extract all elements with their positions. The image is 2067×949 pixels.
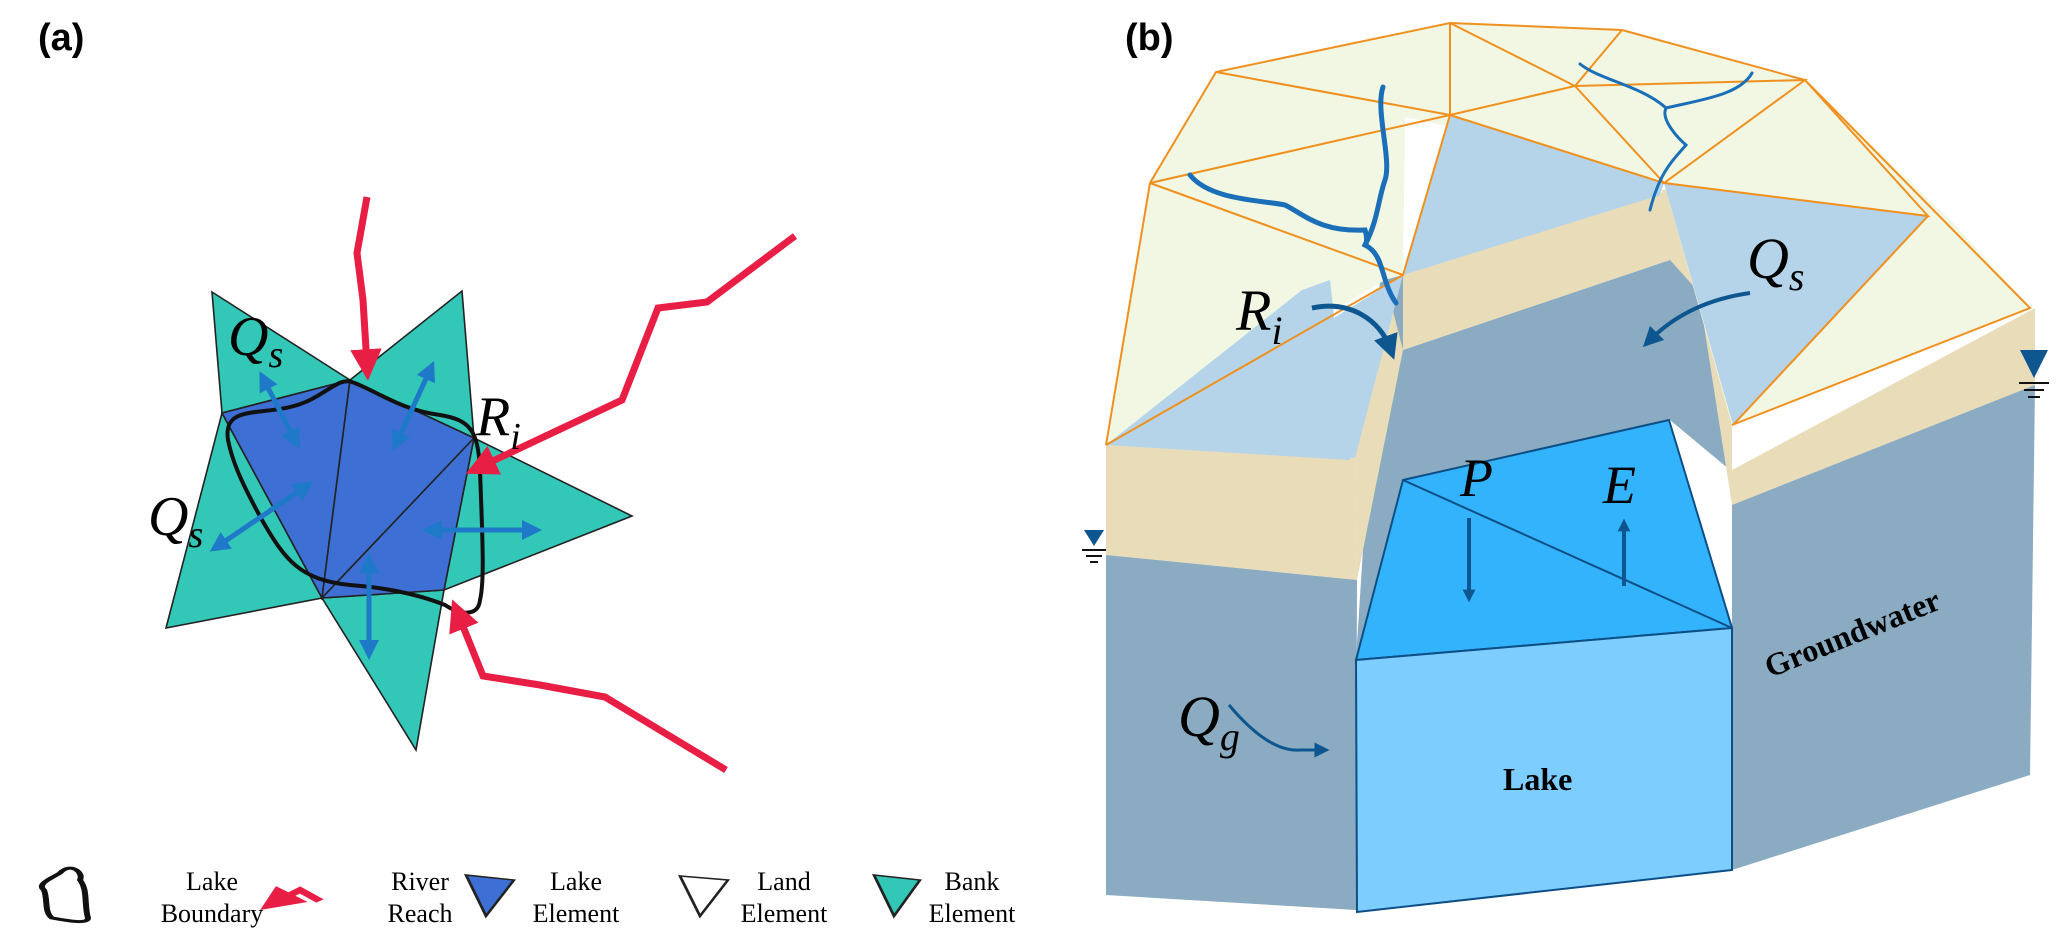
legend-item-land-element: Land Element [677,867,828,928]
mesh-edge [1449,22,1576,87]
mesh-edge [1149,23,1451,277]
legend-label-line1: Bank [945,867,1000,896]
qs-arrow [1642,291,1751,348]
stream [1578,62,1689,212]
inner-wall-groundwater [1403,260,1670,480]
panel-a-label: (a) [38,17,84,59]
qs-label-b: Qs [1747,226,1804,299]
surface-water [1403,115,1664,275]
surface-mesh [1106,23,2030,460]
mesh-edge [10,444,80,612]
mesh-edge [1105,274,1404,446]
inner-wall-soil [1403,190,1670,350]
mesh-edge [185,55,545,292]
legend-label-line2: Element [741,899,828,928]
qg-label: Qg [1178,684,1240,759]
mesh-edge [1105,21,2032,446]
e-label: E [1602,455,1636,515]
flux-arrow [259,371,300,449]
panel-b: (b) [1082,17,2049,914]
bank-element [320,589,445,753]
mesh-edge [462,22,763,249]
legend-label-line2: Element [929,899,1016,928]
lake-boundary-icon [39,866,92,924]
surface-water [1106,115,1450,458]
right-block-soil [1732,308,2035,505]
legend-item-lake-element: Lake Element [463,867,620,928]
river-reach-icon [260,886,324,910]
flux-arrow [209,481,314,552]
legend-label-line1: Lake [186,867,238,896]
legend-label-line1: Lake [550,867,602,896]
legend-label-line1: River [391,867,449,896]
lake-label: Lake [1503,761,1572,797]
legend-item-bank-element: Bank Element [871,867,1016,928]
flux-arrow [392,360,435,452]
left-block-groundwater [1106,555,1357,910]
stream [1187,172,1370,248]
panel-a: (a) [10,17,915,845]
surface-water [1106,280,1350,460]
lake-top-diagonal [1402,479,1733,629]
mesh-edge [416,713,625,838]
streams [1187,62,1754,306]
river-reaches [350,196,798,773]
river-reach [465,233,798,475]
flux-arrows [209,360,542,660]
panel-b-label: (b) [1125,17,1174,59]
stream [1664,71,1754,110]
legend-label-line2: Boundary [161,899,264,928]
legend-label-line2: Element [533,899,620,928]
qs-label-left: Qs [148,486,203,556]
ri-arrow [1311,303,1398,360]
mesh-edge [616,392,915,845]
mesh-edge [1574,78,1809,185]
surface-mesh-edges [1105,21,2032,446]
left-block-soil [1106,445,1357,580]
mesh-edge [751,22,893,392]
legend-label-line2: Reach [388,899,453,928]
stream [1361,84,1399,306]
p-label: P [1459,448,1493,508]
right-block-groundwater [1732,385,2035,870]
mesh-edge [1732,215,1929,426]
ri-label-b: Ri [1235,278,1283,353]
bank-element-icon [871,874,922,919]
mesh-edge [1449,79,1931,218]
qs-label-top: Qs [228,306,283,376]
land-element-icon [677,875,731,919]
ri-label: Ri [475,386,521,458]
lake-element-icon [463,874,517,919]
bank-element [442,436,634,592]
surface-water [1664,183,1928,425]
lake-front-face [1354,626,1733,914]
water-table-icon-right [2019,350,2049,398]
legend: Lake Boundary River Reach Lake Element L… [39,866,1016,928]
legend-item-lake-boundary: Lake Boundary [39,866,264,928]
lake-boundary [225,379,485,615]
water-table-icon-left [1082,530,1106,563]
river-reach [350,196,382,381]
legend-label-line1: Land [757,867,810,896]
legend-item-river-reach: River Reach [260,867,453,928]
river-reach [449,599,728,773]
mesh-edge [58,268,222,444]
qg-arrow [1227,704,1330,758]
